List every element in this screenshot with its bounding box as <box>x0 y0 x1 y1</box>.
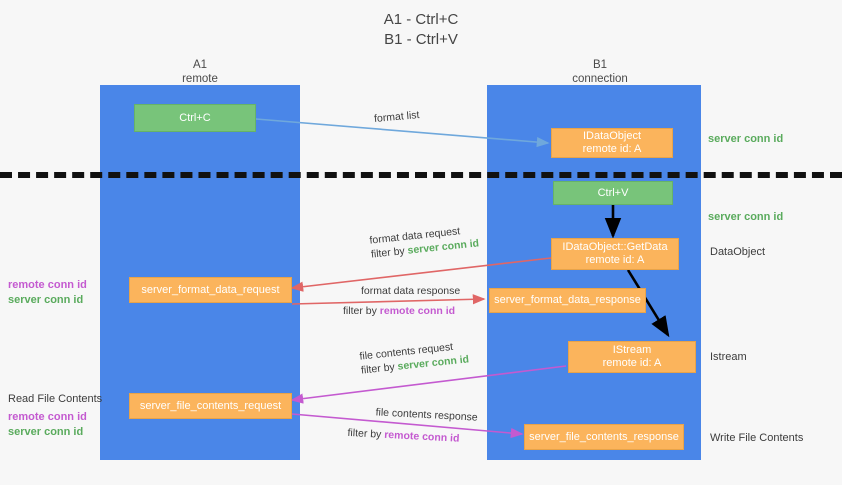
node-ctrl-c[interactable]: Ctrl+C <box>134 104 256 132</box>
lane-b1-name: B1 <box>592 59 608 71</box>
edge-label-format-data-response-text: format data response <box>361 285 461 297</box>
node-idataobject-getdata[interactable]: IDataObject::GetData remote id: A <box>551 238 679 270</box>
node-getdata-line2: remote id: A <box>585 254 645 266</box>
node-istream-line1: IStream <box>612 344 652 356</box>
node-ole-set-clipboard-line2: remote id: A <box>582 143 642 155</box>
node-server-format-data-response-label: server_format_data_response <box>494 294 641 306</box>
lane-a1-name: A1 <box>192 59 208 71</box>
arrow-file-contents-response <box>291 413 524 439</box>
node-ole-set-clipboard-line1: IDataObject <box>582 130 642 142</box>
annotation-conn-ids-file: remote conn id server conn id <box>8 410 87 440</box>
annotation-write-file-contents: Write File Contents <box>710 432 804 444</box>
node-server-format-data-request-label: server_format_data_request <box>141 283 280 296</box>
filter-by-text-1: filter by <box>370 244 409 261</box>
node-istream[interactable]: IStream remote id: A <box>568 341 696 373</box>
annotation-server-conn-id-2: server conn id <box>8 426 84 438</box>
node-ctrl-c-label: Ctrl+C <box>179 111 211 124</box>
annotation-server-conn-id-1: server conn id <box>8 294 84 306</box>
node-server-file-contents-response[interactable]: server_file_contents_response <box>524 424 684 450</box>
phase-divider <box>0 172 842 178</box>
arrow-format-list <box>255 118 550 148</box>
edge-label-format-list-text: format list <box>373 109 420 125</box>
annotation-read-file-contents: Read File Contents <box>8 393 103 405</box>
arrow-format-data-response <box>291 294 486 305</box>
lane-b1-role: connection <box>572 73 628 85</box>
edge-label-file-contents-response: file contents response filter by remote … <box>347 405 478 446</box>
arrow-getdata-to-istream <box>626 269 670 338</box>
annotation-server-conn-id-mid: server conn id <box>708 211 784 223</box>
annotation-remote-conn-id-1: remote conn id <box>8 279 87 291</box>
node-ctrl-v[interactable]: Ctrl+V <box>553 181 673 205</box>
node-server-format-data-response[interactable]: server_format_data_response <box>489 288 646 313</box>
annotation-dataobject: DataObject <box>710 246 766 258</box>
annotation-conn-ids-format: remote conn id server conn id <box>8 278 87 308</box>
node-istream-line2: remote id: A <box>602 357 662 369</box>
filter-by-text-3: filter by <box>360 360 399 377</box>
annotation-istream: Istream <box>710 351 747 363</box>
node-getdata-line1: IDataObject::GetData <box>562 241 668 253</box>
node-server-file-contents-request[interactable]: server_file_contents_request <box>129 393 292 419</box>
node-server-file-contents-response-label: server_file_contents_response <box>529 430 679 443</box>
node-server-file-contents-request-label: server_file_contents_request <box>139 399 282 412</box>
diagram-title: A1 - Ctrl+C B1 - Ctrl+V <box>0 10 842 50</box>
filter-by-text-4: filter by <box>347 426 385 441</box>
node-ctrl-v-label: Ctrl+V <box>597 186 629 199</box>
arrow-file-contents-request <box>290 365 567 404</box>
title-line-1: A1 - Ctrl+C <box>383 11 459 28</box>
node-ole-set-clipboard[interactable]: IDataObject remote id: A <box>551 128 673 158</box>
filter-by-text-2: filter by <box>343 305 380 317</box>
arrow-format-data-request <box>290 257 552 292</box>
filter-value-remote-conn-id-1: remote conn id <box>379 305 456 317</box>
lane-header-a1: A1 remote <box>130 58 270 86</box>
annotation-server-conn-id-top: server conn id <box>708 133 784 145</box>
lane-a1-role: remote <box>182 73 218 85</box>
annotation-remote-conn-id-2: remote conn id <box>8 411 87 423</box>
lane-header-b1: B1 connection <box>530 58 670 86</box>
edge-label-format-data-response: format data response filter by remote co… <box>343 284 461 318</box>
filter-value-remote-conn-id-2: remote conn id <box>383 428 460 445</box>
title-line-2: B1 - Ctrl+V <box>384 31 458 48</box>
edge-filter-format-data-response: filter by remote conn id <box>343 304 460 318</box>
node-server-format-data-request[interactable]: server_format_data_request <box>129 277 292 303</box>
